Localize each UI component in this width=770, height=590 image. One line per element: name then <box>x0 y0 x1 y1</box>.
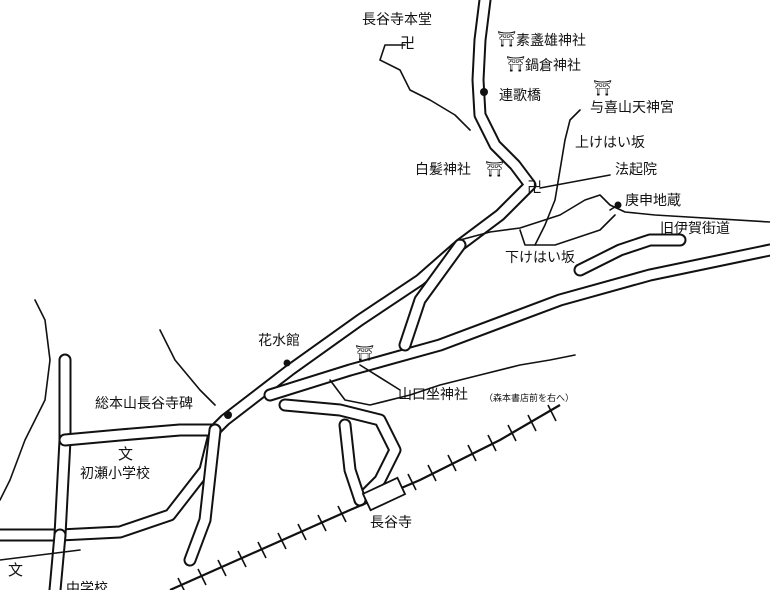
label-kasuikan: 花水館 <box>258 333 300 349</box>
hondo-temple-icon: 卍 <box>400 34 416 52</box>
yoki-torii-icon: ⛩ <box>593 79 613 97</box>
hill-outline <box>329 354 576 406</box>
stream <box>0 549 81 561</box>
hatsuse-school-icon: 文 <box>118 445 134 463</box>
label-susanoo: 素盞雄神社 <box>516 33 586 49</box>
label-shimokehai: 下けはい坂 <box>505 250 575 266</box>
hondo-path <box>379 44 471 131</box>
main-approach-road <box>0 0 537 542</box>
label-yamaguchi-note: （森本書店前を右へ） <box>484 394 575 404</box>
label-kamikehai: 上けはい坂 <box>575 135 645 151</box>
hokiin-temple-icon: 卍 <box>527 178 543 196</box>
hasedera-hi-dot <box>224 411 232 419</box>
hakuhatsu-torii-icon: ⛩ <box>485 160 505 178</box>
igakaido-path <box>459 194 770 241</box>
chugakko-school-icon: 文 <box>8 561 24 579</box>
yamaguchi-leader <box>359 364 401 391</box>
label-renga: 連歌橋 <box>499 88 541 104</box>
hokiin-leader <box>539 174 611 189</box>
east-road <box>263 233 770 402</box>
label-hasedera-hi: 総本山長谷寺碑 <box>95 396 193 412</box>
renga-bridge-dot <box>480 88 488 96</box>
station-box <box>361 476 407 512</box>
label-yamaguchi: 山口坐神社 <box>398 387 468 403</box>
ridge-line-north <box>159 329 216 406</box>
shimokehai-path <box>519 214 616 246</box>
label-nabekura: 鍋倉神社 <box>525 58 581 74</box>
label-chugakko: 中学校 <box>66 581 108 590</box>
west-roads <box>48 353 222 590</box>
loop-road <box>398 238 467 352</box>
label-yoki: 与喜山天神宮 <box>590 100 674 116</box>
label-station: 長谷寺 <box>370 515 412 531</box>
ridge-line-west <box>0 299 51 501</box>
label-koshin: 庚申地蔵 <box>625 193 681 209</box>
koshin-dot <box>614 201 622 209</box>
kamikehai-path <box>534 109 581 246</box>
station-road <box>278 398 402 507</box>
label-hondo: 長谷寺本堂 <box>362 12 432 28</box>
label-hokiin: 法起院 <box>615 162 657 178</box>
susanoo-torii-icon: ⛩ <box>497 30 517 48</box>
kasuikan-dot <box>283 359 291 367</box>
label-igakaido: 旧伊賀街道 <box>660 221 730 237</box>
label-hatsuse-school: 初瀬小学校 <box>80 466 150 482</box>
nabekura-torii-icon: ⛩ <box>506 55 526 73</box>
label-hakuhatsu: 白髪神社 <box>415 162 471 178</box>
yamaguchi-torii-icon: ⛩ <box>355 344 375 362</box>
